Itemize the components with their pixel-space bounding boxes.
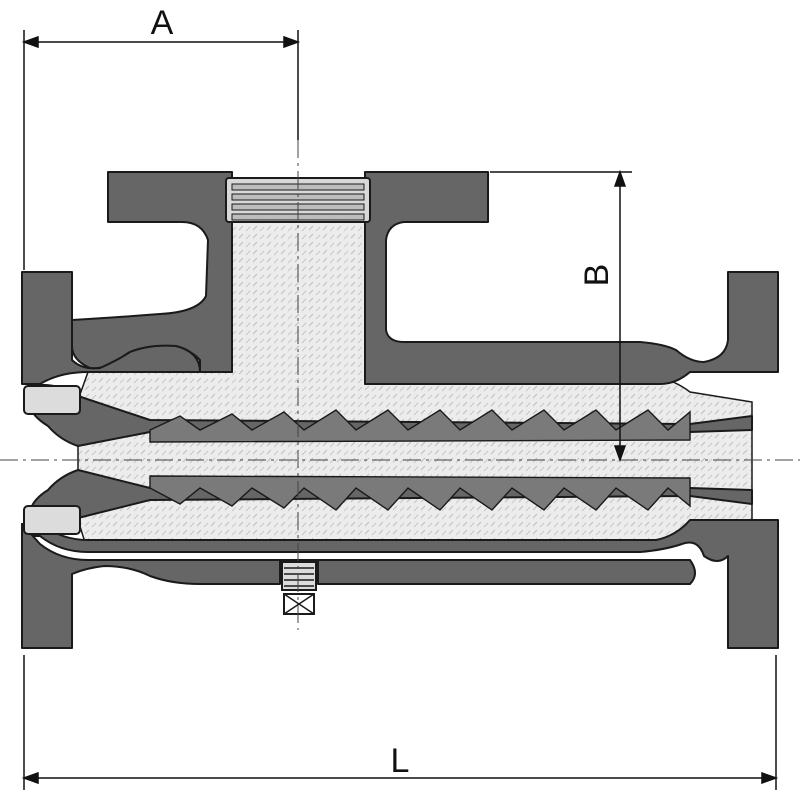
dimension-lines: [21, 30, 779, 790]
vane-upper: [149, 409, 691, 443]
center-lines: [0, 140, 800, 630]
bottom-drain-plug: [281, 561, 317, 615]
left-screw-lower: [23, 505, 81, 535]
dimension-b-label: B: [578, 264, 616, 287]
left-flange-lower: [21, 519, 779, 649]
dimension-l-label: L: [391, 742, 410, 780]
branch-wall-left: [71, 171, 233, 373]
bottom-wall: [21, 523, 696, 649]
left-screw-upper: [23, 385, 81, 415]
left-flange-upper: [21, 271, 201, 385]
vane-lower: [149, 475, 691, 511]
branch-wall-right: [364, 171, 779, 385]
spiral-vanes: [149, 409, 691, 511]
left-screws: [23, 385, 81, 535]
dimension-a-label: A: [151, 4, 174, 42]
